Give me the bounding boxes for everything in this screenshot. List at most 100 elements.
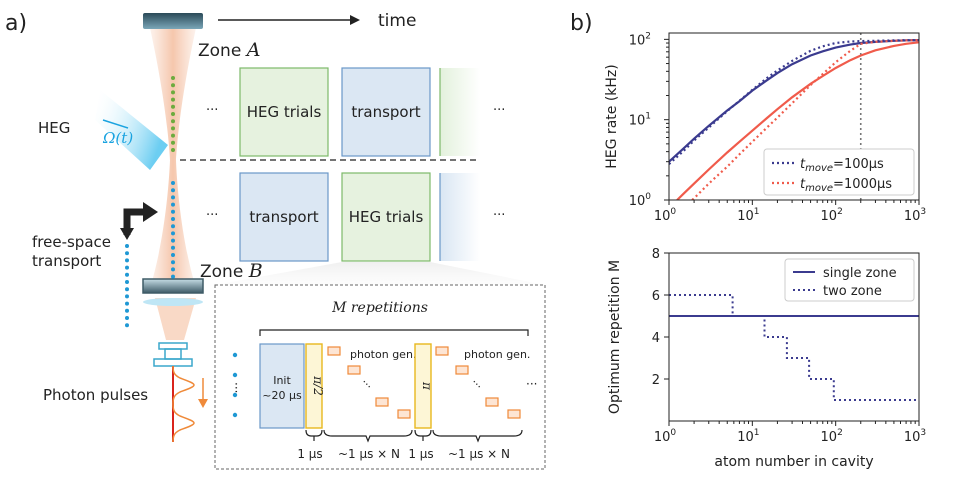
omega-label: Ω(t) <box>102 129 133 147</box>
y-tick-label: 6 <box>652 289 660 304</box>
transport-box-b <box>239 172 329 262</box>
atom-dot-zone-b <box>171 253 175 257</box>
zone-a-label: Zone A <box>198 39 260 61</box>
transport-arrowhead <box>143 202 158 222</box>
atom-dot-zone-b <box>171 224 175 229</box>
photon-gen-block <box>435 346 449 356</box>
heg-beam <box>95 90 168 170</box>
atom-dot-zone-a <box>171 97 175 102</box>
y-tick-label: 101 <box>629 112 651 129</box>
atom-dot-zone-b <box>171 267 175 272</box>
photon-gen-label-2: photon gen. <box>464 348 530 361</box>
y-axis-label: Optimum repetition M <box>607 260 623 414</box>
detector <box>153 342 193 367</box>
x-tick-label: 100 <box>654 428 677 445</box>
series-line-0 <box>669 39 919 163</box>
atom-dot-zone-b <box>171 181 175 185</box>
inset-left-dots <box>232 352 238 418</box>
legend-label: tmove=1000μs <box>800 177 892 194</box>
cavity-beam <box>150 28 196 288</box>
photon-gen-block <box>347 365 361 375</box>
panel-b-label: b) <box>570 11 593 36</box>
transport-label-a: transport <box>351 103 420 121</box>
atom-dot-transported <box>125 308 129 313</box>
lens <box>143 298 203 306</box>
atom-dot-zone-b <box>171 217 175 221</box>
y-tick-label: 100 <box>629 192 652 209</box>
atom-dot-zone-b <box>171 195 175 200</box>
atom-dot-zone-b <box>171 188 175 193</box>
legend-label: single zone <box>823 266 897 281</box>
atom-dot-transported <box>125 280 129 284</box>
atom-dot-zone-b <box>171 209 175 214</box>
photon-pulse-1 <box>172 365 195 405</box>
time-arrowhead <box>350 15 360 25</box>
transport-arrow <box>123 208 143 235</box>
pi-half-label: π/2 <box>311 375 325 396</box>
photon-pulses-label: Photon pulses <box>43 386 148 404</box>
atom-dot-transported <box>125 272 129 277</box>
atom-dot-zone-a <box>171 148 175 152</box>
heg-trials-label-a: HEG trials <box>247 103 322 121</box>
row-a-ellipsis-right: ··· <box>493 103 505 118</box>
series-line-1 <box>669 39 919 165</box>
inset-right-ellipsis: ··· <box>526 377 537 391</box>
inset-atom-dot <box>232 412 238 418</box>
photon-gen-blocks <box>327 346 521 419</box>
fade-box-b <box>440 173 480 261</box>
y-tick-label: 4 <box>652 331 660 346</box>
atom-arrays <box>125 76 175 328</box>
bottom-mirror <box>142 278 204 294</box>
atom-dot-transported <box>125 323 129 328</box>
brace-nus-a <box>323 429 413 443</box>
y-tick-label: 2 <box>652 373 660 388</box>
pi-pulse <box>414 343 432 429</box>
x-tick-label: 103 <box>904 428 926 445</box>
series-line-1 <box>669 294 919 401</box>
legend-box <box>763 148 915 196</box>
atom-dot-zone-a <box>171 112 175 116</box>
legend-box <box>784 258 915 302</box>
chart1-plot <box>669 33 919 200</box>
time-nus-a: ~1 μs × N <box>338 447 400 461</box>
row-b-ellipsis-left: ··· <box>206 208 218 223</box>
transport-label-b: transport <box>249 208 318 226</box>
heg-pointer <box>102 119 129 129</box>
atom-dot-transported <box>125 301 129 306</box>
x-tick-label: 102 <box>821 207 843 224</box>
y-tick-label: 8 <box>652 247 660 262</box>
panel-a-label: a) <box>5 11 27 36</box>
atom-dot-zone-b <box>171 245 175 250</box>
inset-title: M repetitions <box>331 300 428 316</box>
pi-half-pulse <box>305 343 323 429</box>
zoom-funnel <box>215 262 545 285</box>
heg-trials-label-b: HEG trials <box>349 208 424 226</box>
atom-dot-transported <box>125 294 129 299</box>
time-nus-b: ~1 μs × N <box>448 447 510 461</box>
x-tick-label: 101 <box>737 428 759 445</box>
y-axis-label: HEG rate (kHz) <box>604 64 620 168</box>
series-line-2 <box>676 41 919 200</box>
inset-atom-dot <box>232 352 238 358</box>
atom-dot-zone-a <box>171 133 175 138</box>
pi-label: π <box>420 381 434 391</box>
inset-left-ellipsis: ··· <box>229 382 243 393</box>
atom-dot-zone-b <box>171 274 175 279</box>
chart1-frame <box>668 32 920 201</box>
x-tick-label: 103 <box>904 207 926 224</box>
x-tick-label: 101 <box>737 207 759 224</box>
zone-b-label: Zone B <box>200 260 263 282</box>
transport-label-1: free-space <box>32 233 111 251</box>
atom-dot-transported <box>125 316 129 320</box>
heg-trials-box-a <box>239 67 329 157</box>
y-tick-label: 102 <box>629 31 651 48</box>
legend-label: two zone <box>823 284 882 299</box>
photon-gen-block <box>397 409 411 419</box>
time-1us-b: 1 μs <box>408 447 433 461</box>
atom-dot-zone-a <box>171 126 175 131</box>
atom-dot-transported <box>125 258 129 263</box>
transport-box-a <box>341 67 431 157</box>
x-tick-label: 102 <box>821 428 843 445</box>
photon-pulse-2 <box>172 403 195 443</box>
